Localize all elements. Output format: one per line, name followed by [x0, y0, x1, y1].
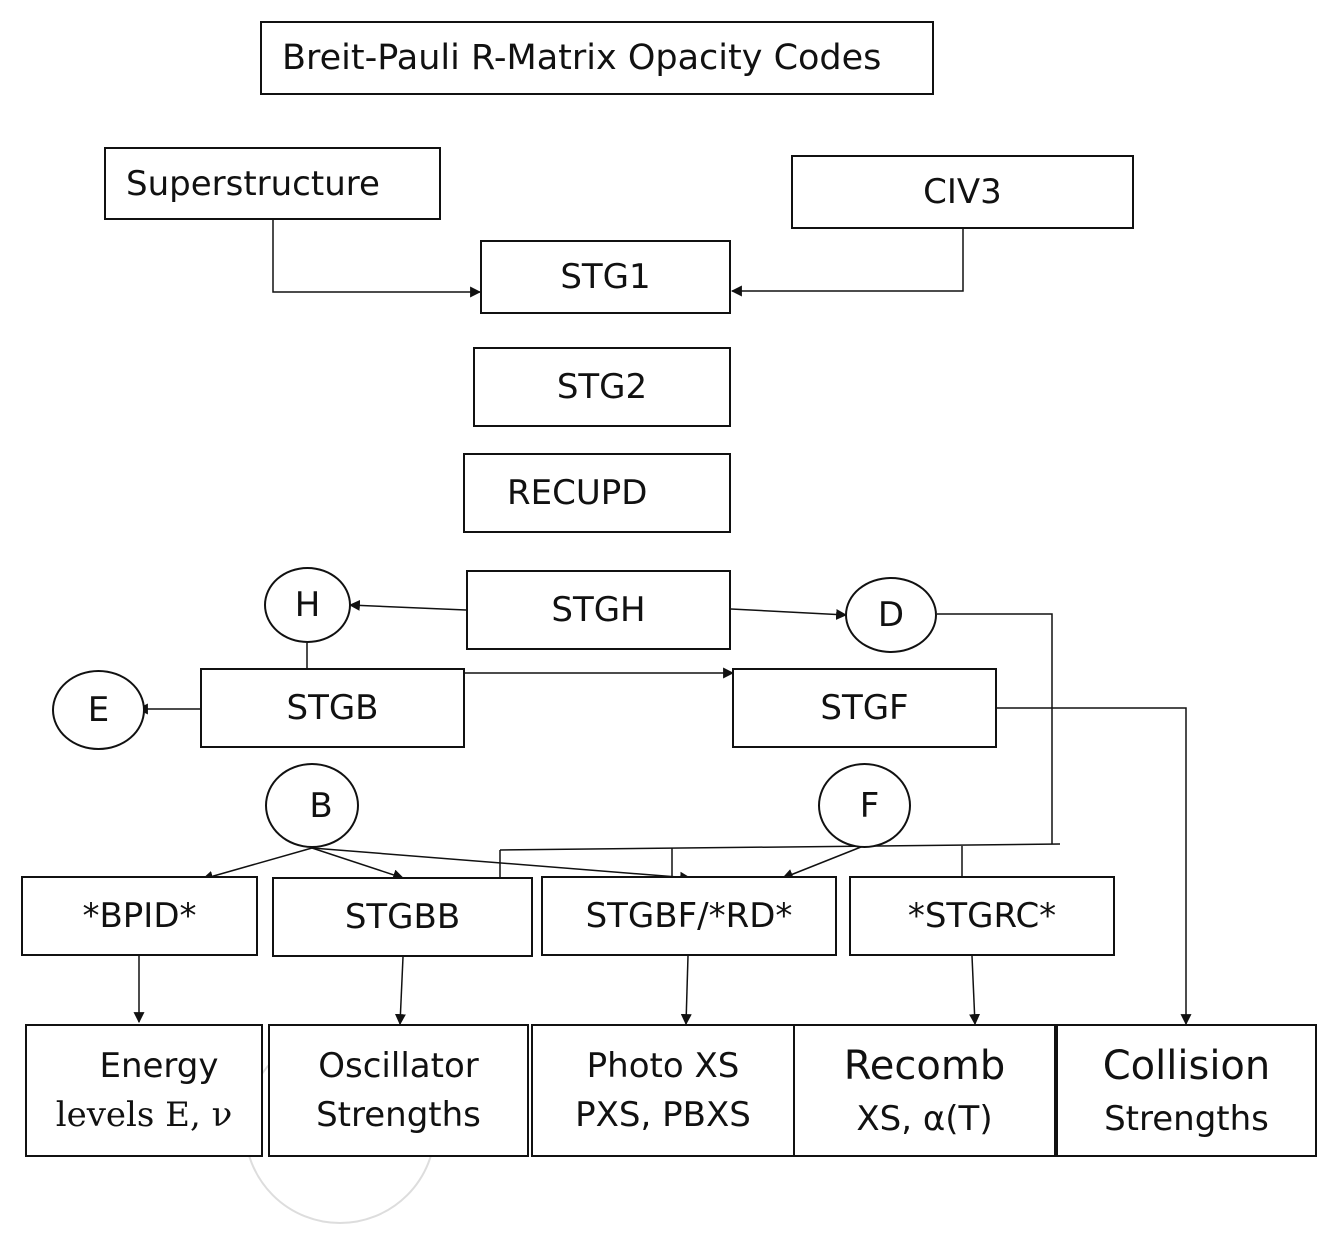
recupd-box: RECUPD [463, 453, 731, 533]
stgbb-box: STGBB [272, 877, 533, 957]
node-h: H [264, 567, 351, 643]
arrow-stgf-collision [997, 707, 1192, 1026]
stgbf-box: STGBF/*RD* [541, 876, 837, 956]
oscillator-strengths-box: Oscillator Strengths [268, 1024, 529, 1157]
bpid-box: *BPID* [21, 876, 258, 956]
arrow-stgbb-oscillator [394, 956, 406, 1026]
stgb-label: STGB [286, 688, 379, 728]
stgf-box: STGF [732, 668, 997, 748]
stgf-label: STGF [820, 688, 909, 728]
stgh-box: STGH [466, 570, 731, 650]
photo-line2: PXS, PBXS [575, 1094, 751, 1135]
collision-strengths-box: Collision Strengths [1056, 1024, 1317, 1157]
arrow-stgbf-photo [680, 955, 692, 1026]
stgbb-label: STGBB [344, 897, 461, 937]
stgrc-label: *STGRC* [907, 896, 1057, 936]
arrow-b-bpid [201, 847, 313, 882]
arrow-b-stgbf [311, 847, 692, 883]
recupd-label: RECUPD [507, 473, 648, 513]
recomb-line2: XS, α(T) [856, 1098, 993, 1139]
oscillator-line2: Strengths [316, 1094, 481, 1135]
stgb-box: STGB [200, 668, 465, 748]
node-f-label: F [859, 785, 880, 826]
arrow-stgrc-recomb [969, 955, 981, 1026]
node-d: D [845, 577, 937, 653]
stg2-label: STG2 [556, 367, 648, 407]
collision-line2: Strengths [1104, 1098, 1269, 1139]
superstructure-box: Superstructure [104, 147, 441, 220]
arrow-b-stgbb [311, 847, 405, 881]
stgbf-label: STGBF/*RD* [585, 896, 793, 936]
stg1-box: STG1 [480, 240, 731, 314]
photo-line1: Photo XS [586, 1046, 740, 1087]
recomb-box: Recomb XS, α(T) [793, 1024, 1056, 1157]
arrow-civ3-stg1 [730, 229, 964, 297]
arrow-f-stgbf [781, 844, 867, 880]
stgrc-box: *STGRC* [849, 876, 1115, 956]
energy-line2: levels E, ν [55, 1094, 233, 1135]
diagram-title-box: Breit-Pauli R-Matrix Opacity Codes [260, 21, 934, 95]
arrow-stgh-d [730, 608, 848, 620]
stg2-box: STG2 [473, 347, 731, 427]
line-d-bus [937, 613, 1053, 844]
node-f: F [818, 763, 911, 848]
energy-line1: Energy [99, 1046, 219, 1087]
collision-line1: Collision [1102, 1042, 1271, 1089]
node-b: B [265, 763, 359, 848]
photo-xs-box: Photo XS PXS, PBXS [531, 1024, 795, 1157]
arrow-stgh-h [348, 599, 467, 611]
arrow-superstructure-stg1 [272, 220, 482, 298]
node-d-label: D [877, 595, 905, 635]
superstructure-label: Superstructure [126, 163, 380, 204]
stg1-label: STG1 [560, 257, 651, 297]
diagram-title: Breit-Pauli R-Matrix Opacity Codes [282, 38, 882, 78]
node-e: E [52, 670, 145, 750]
civ3-box: CIV3 [791, 155, 1134, 229]
bus-line [499, 843, 1061, 851]
recomb-line1: Recomb [843, 1042, 1006, 1089]
oscillator-line1: Oscillator [318, 1046, 479, 1087]
node-e-label: E [87, 690, 110, 730]
node-h-label: H [294, 585, 321, 625]
stgh-label: STGH [551, 590, 646, 630]
civ3-label: CIV3 [923, 172, 1002, 212]
bpid-label: *BPID* [82, 896, 197, 936]
energy-levels-box: Energy levels E, ν [25, 1024, 263, 1157]
node-b-label: B [309, 785, 333, 826]
